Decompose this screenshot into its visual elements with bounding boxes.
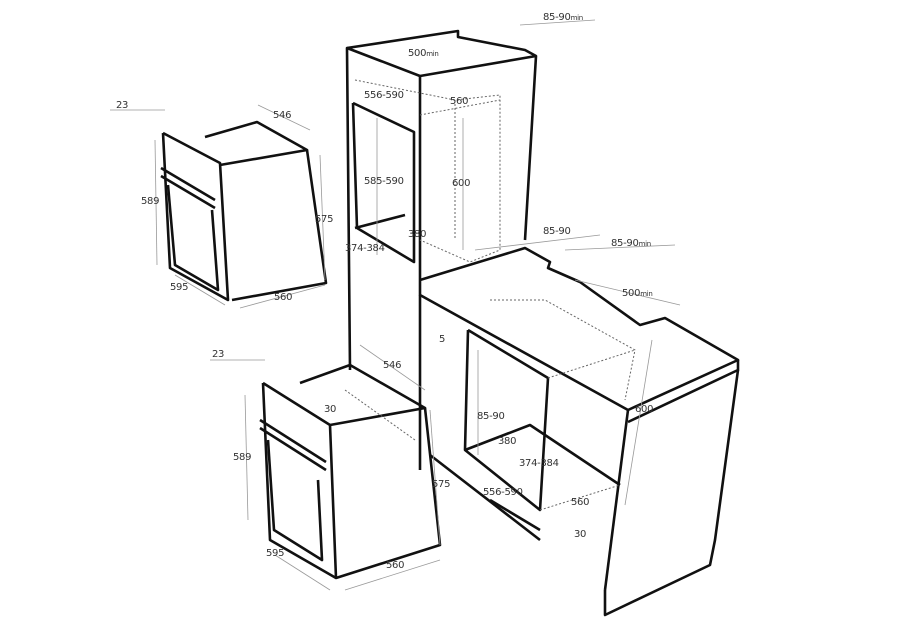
oven-bottom-depth-label: 546 (383, 360, 402, 371)
tall-depth-label: 500min (408, 48, 439, 59)
base-gap-back-label: 85-90min (611, 238, 651, 249)
tall-opening-width-label: 556-590 (364, 90, 404, 101)
tall-inner-width-label: 560 (450, 96, 469, 107)
hidden-edges (344, 79, 636, 511)
base-bottom-gap-label: 30 (574, 529, 587, 540)
tall-inner-height-label: 600 (452, 178, 471, 189)
oven-bottom-body-height-label: 575 (432, 479, 451, 490)
outlines (160, 29, 740, 617)
oven-top-body-height-label: 575 (315, 214, 334, 225)
tall-opening-depth-label: 380 (408, 229, 427, 240)
tall-gap-bottom-label: 85-90 (543, 226, 571, 237)
oven-bottom-front-depth-label: 23 (212, 349, 225, 360)
tall-cabinet-outline (345, 29, 538, 371)
base-gap-bottom-label: 85-90 (477, 411, 505, 422)
oven-top-front-depth-label: 23 (116, 100, 129, 111)
base-inner-height-label: 600 (635, 404, 654, 415)
tall-cutout-label: 374-384 (345, 243, 385, 254)
base-inner-width-label: 560 (571, 497, 590, 508)
tall-opening-height-label: 585-590 (364, 176, 404, 187)
base-cabinet-outline (418, 246, 740, 617)
oven-top-outline (160, 120, 328, 302)
oven-top-depth-label: 546 (273, 110, 292, 121)
base-top-gap-label: 5 (439, 334, 446, 345)
dimension-lines (110, 19, 681, 591)
oven-bottom-body-width-label: 560 (386, 560, 405, 571)
base-cutout-label: 374-384 (519, 458, 559, 469)
oven-bottom-offset-label: 30 (324, 404, 337, 415)
oven-bottom-height-label: 589 (233, 452, 252, 463)
base-depth-label: 500min (622, 288, 653, 299)
base-opening-depth-label: 380 (498, 436, 517, 447)
oven-top-body-width-label: 560 (274, 292, 293, 303)
base-opening-width-label: 556-590 (483, 487, 523, 498)
tall-gap-back-label: 85-90min (543, 12, 583, 23)
oven-bottom-outline (259, 363, 442, 580)
oven-top-width-label: 595 (170, 282, 189, 293)
oven-bottom-width-label: 595 (266, 548, 285, 559)
oven-top-height-label: 589 (141, 196, 160, 207)
